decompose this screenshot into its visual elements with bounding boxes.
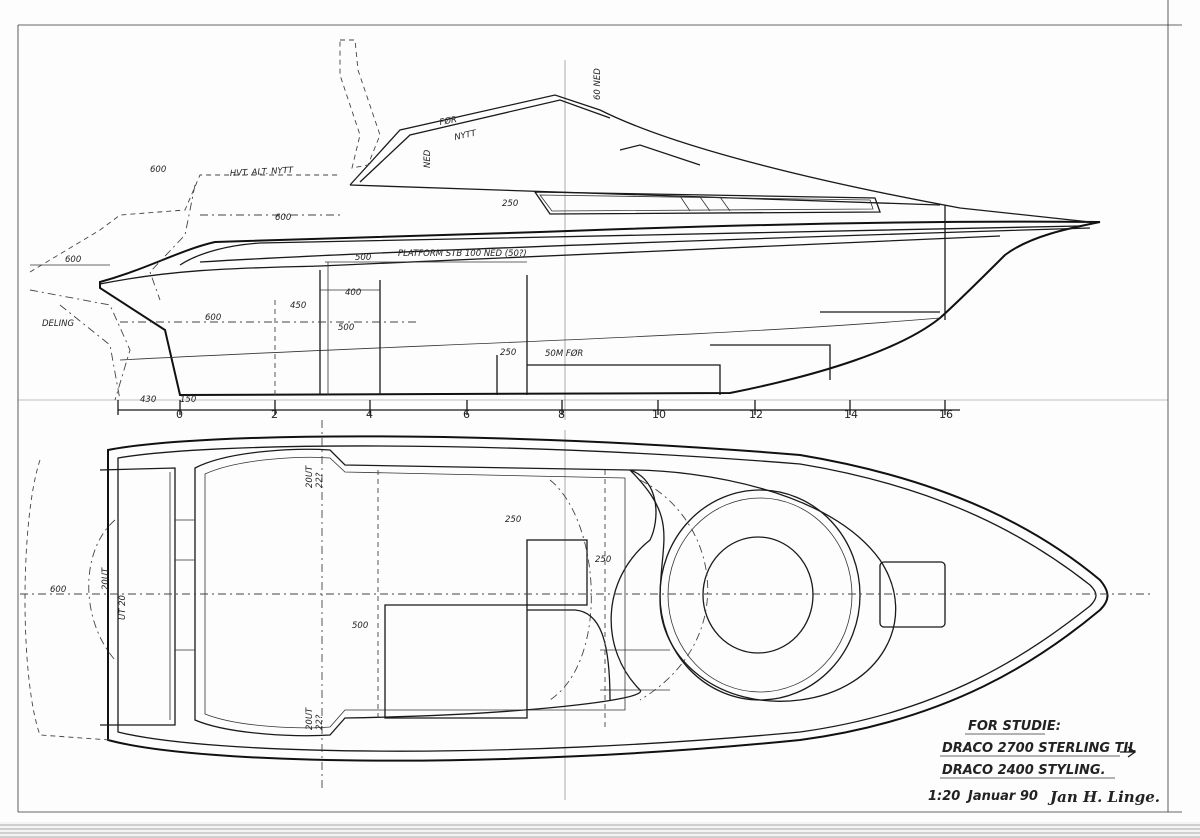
plan-dim-250-b: 250 xyxy=(595,555,611,565)
dim-ned-a: NED xyxy=(423,149,433,168)
dim-platform: PLATFORM STB 100 NED (50?) xyxy=(398,249,527,259)
plan-dim-ut20: UT 20 xyxy=(118,595,128,620)
dim-400: 400 xyxy=(345,288,361,298)
dim-for: FØR xyxy=(439,114,458,128)
scale-tick-12: 12 xyxy=(749,408,763,421)
cockpit-outline xyxy=(194,448,657,737)
note-block: FOR STUDIE: DRACO 2700 STERLING TIL DRAC… xyxy=(928,719,1160,806)
scale-tick-6: 6 xyxy=(463,408,470,421)
scale-tick-14: 14 xyxy=(844,408,858,421)
note-line-2: DRACO 2700 STERLING TIL xyxy=(942,741,1137,756)
note-title: FOR STUDIE: xyxy=(968,719,1061,734)
plan-dim-20ut-a: 20UT xyxy=(101,567,111,590)
outboard-outline xyxy=(29,174,340,273)
dim-deling: DELING xyxy=(42,319,75,329)
plan-dim-20ut-c: 20UT xyxy=(305,707,315,730)
cabin-plan xyxy=(549,469,946,702)
note-line-3: DRACO 2400 STYLING. xyxy=(942,763,1106,778)
plan-dim-500: 500 xyxy=(352,621,368,631)
scale-tick-16: 16 xyxy=(939,408,953,421)
scale-tick-2: 2 xyxy=(271,408,278,421)
sheet-border xyxy=(17,0,1182,813)
dim-250-a: 250 xyxy=(502,199,518,209)
dim-500-a: 500 xyxy=(355,253,371,263)
dim-600-deling: 600 xyxy=(205,313,221,323)
dim-430: 430 xyxy=(140,395,156,405)
plan-dim-20ut-b: 20UT xyxy=(305,465,315,488)
scale-tick-10: 10 xyxy=(652,408,666,421)
dim-600-left: 600 xyxy=(65,255,81,265)
dim-hvt: HVT. ALT. NYTT xyxy=(230,166,295,179)
dim-nytt: NYTT xyxy=(454,128,478,143)
side-window xyxy=(533,191,881,215)
plan-dim-22-b: 22? xyxy=(315,714,325,730)
dim-600-stern: 600 xyxy=(150,165,166,175)
cockpit-interior xyxy=(274,205,946,395)
dim-500-b: 500 xyxy=(338,323,354,333)
plan-view: 600 20UT UT 20 20UT 22? 20UT 22? 500 250… xyxy=(20,420,1150,790)
scale-tick-0: 0 xyxy=(176,408,183,421)
dim-ned-b: 60 NED xyxy=(593,68,603,100)
note-scale: 1:20 xyxy=(928,789,960,804)
helm-console xyxy=(526,539,588,606)
dim-50m-for: 50M FØR xyxy=(545,348,583,359)
dim-250-b: 250 xyxy=(500,348,516,358)
dim-150: 150 xyxy=(180,395,196,405)
dim-450: 450 xyxy=(290,301,306,311)
note-date: Januar 90 xyxy=(965,789,1038,804)
hull-outline xyxy=(99,220,1101,397)
scale-tick-4: 4 xyxy=(366,408,373,421)
scan-edge xyxy=(0,822,1200,838)
note-signature: Jan H. Linge. xyxy=(1047,788,1160,806)
side-profile-view: 600 HVT. ALT. NYTT 600 600 DELING 600 45… xyxy=(29,39,1101,421)
scale-bar: 0 2 4 6 8 10 12 14 16 xyxy=(117,400,960,421)
plan-dim-600: 600 xyxy=(50,585,66,595)
scale-tick-8: 8 xyxy=(558,408,565,421)
deck-outline xyxy=(107,435,1109,762)
cabin-outline xyxy=(349,94,1091,223)
plan-dim-22-a: 22? xyxy=(315,472,325,488)
plan-dim-250-a: 250 xyxy=(505,515,521,525)
dim-600-top: 600 xyxy=(275,213,291,223)
radar-arch xyxy=(339,39,381,169)
